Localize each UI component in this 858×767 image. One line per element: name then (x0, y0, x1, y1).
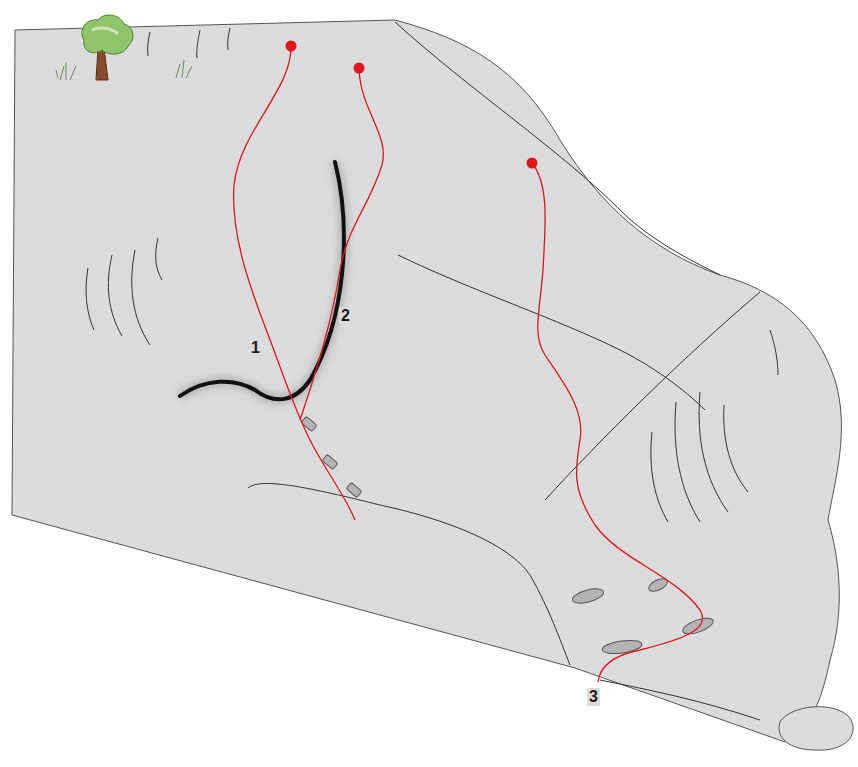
texture-stroke (197, 30, 200, 58)
hold (346, 482, 362, 497)
texture-stroke (132, 250, 150, 345)
texture-stroke (108, 255, 122, 336)
black-crack (180, 162, 344, 399)
callout-number: 1 (249, 339, 262, 357)
texture-stroke (156, 238, 162, 280)
callout-number: 3 (587, 688, 600, 706)
hold (301, 416, 317, 431)
texture-strokes (86, 28, 778, 522)
texture-stroke (675, 402, 700, 522)
route-line (532, 163, 703, 682)
belay-anchors (286, 41, 538, 169)
route-line (234, 46, 355, 520)
crack-shadow (180, 162, 344, 399)
texture-stroke (228, 28, 230, 50)
ridge-line (395, 22, 720, 275)
hold (322, 454, 338, 469)
hold (681, 615, 715, 637)
hold (571, 586, 605, 606)
texture-stroke (86, 268, 94, 330)
texture-stroke (770, 330, 778, 375)
anchor-dot (354, 63, 365, 74)
holds (301, 416, 715, 655)
rock-outline (12, 20, 841, 742)
crack-line (398, 255, 705, 410)
tree-icon (56, 15, 192, 80)
texture-stroke (148, 32, 150, 56)
anchor-dot (286, 41, 297, 52)
base-line (600, 680, 760, 720)
texture-stroke (724, 405, 748, 492)
ledge-line (248, 483, 570, 665)
texture-stroke (651, 432, 668, 522)
callout-number: 2 (339, 307, 352, 325)
rock-features (248, 22, 760, 720)
anchor-dot (527, 158, 538, 169)
hold (601, 638, 642, 655)
climbing-routes (234, 46, 703, 682)
boulder (779, 707, 853, 750)
route-line (300, 68, 383, 420)
